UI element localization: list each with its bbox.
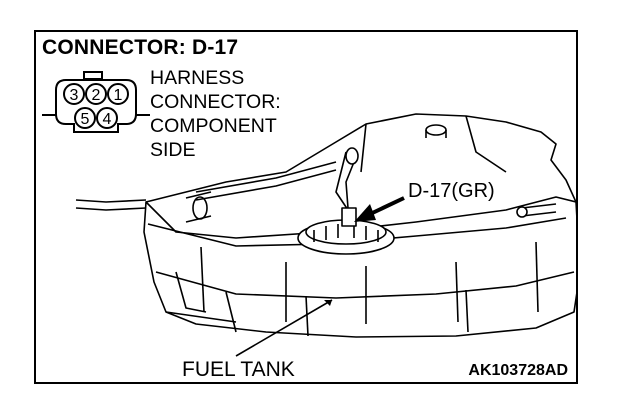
harness-label-line: HARNESS [150, 67, 245, 89]
diagram-title: CONNECTOR: D-17 [42, 36, 239, 59]
pin-label: 3 [70, 87, 79, 104]
pin-label: 2 [92, 87, 101, 104]
connector-pinout-icon: 3 2 1 5 4 [42, 71, 150, 133]
harness-label-line: COMPONENT [150, 115, 277, 137]
pointer-arrow-icon [354, 196, 405, 222]
fuel-tank-leader-line [235, 299, 333, 357]
diagram-artwork: 3 2 1 5 4 [42, 71, 576, 357]
figure-code: AK103728AD [468, 362, 568, 379]
pin-label: 5 [81, 111, 90, 128]
connector-callout-label: D-17(GR) [408, 180, 495, 202]
pin-label: 4 [103, 111, 112, 128]
harness-label-line: CONNECTOR: [150, 91, 281, 113]
harness-connector-label: HARNESS CONNECTOR: COMPONENT SIDE [150, 66, 281, 162]
pin-label: 1 [114, 87, 123, 104]
harness-label-line: SIDE [150, 139, 196, 161]
fuel-tank-label: FUEL TANK [182, 358, 295, 381]
fuel-tank-illustration [75, 113, 576, 338]
diagram-frame: CONNECTOR: D-17 3 2 1 5 4 [34, 30, 578, 384]
